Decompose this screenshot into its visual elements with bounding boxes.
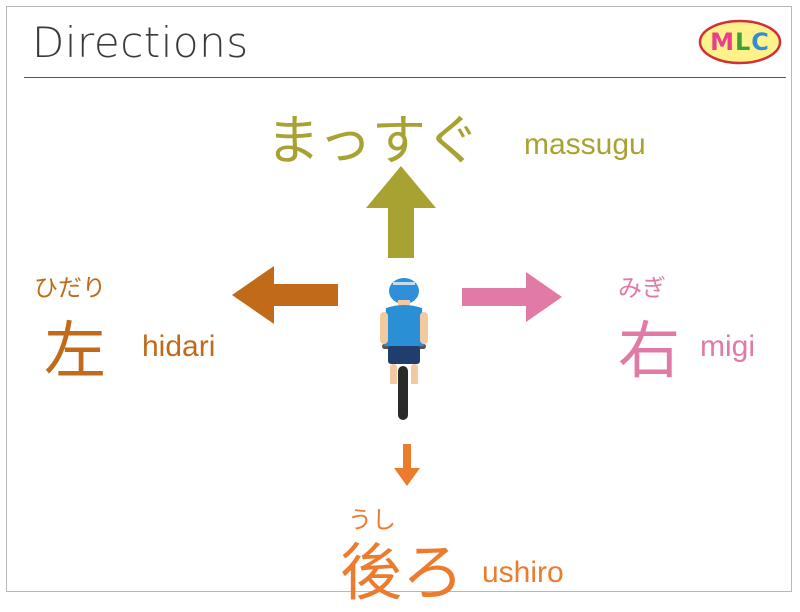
- arrow-left-icon: [232, 266, 338, 324]
- right-romaji: migi: [700, 330, 756, 363]
- left-romaji: hidari: [142, 330, 216, 363]
- back-kanji: 後ろ: [340, 536, 465, 609]
- back-romaji: ushiro: [482, 556, 564, 589]
- arrow-up-icon: [366, 166, 436, 258]
- left-furigana: ひだり: [34, 274, 106, 302]
- mlc-logo-icon: [698, 19, 782, 65]
- mlc-logo: M L C: [698, 18, 782, 66]
- logo-letter-l: L: [734, 28, 752, 56]
- straight-romaji: massugu: [524, 128, 646, 161]
- logo-letter-m: M: [710, 28, 735, 56]
- slide-title: Directions: [32, 18, 249, 67]
- right-kanji: 右: [618, 314, 681, 387]
- logo-letter-c: C: [751, 28, 770, 56]
- straight-japanese: まっすぐ: [266, 109, 480, 172]
- mlc-logo-text: M L C: [698, 18, 782, 66]
- left-kanji: 左: [44, 314, 107, 387]
- back-furigana: うし: [348, 506, 396, 534]
- arrow-right-icon: [462, 272, 562, 322]
- title-divider: [24, 77, 786, 78]
- right-furigana: みぎ: [618, 274, 666, 302]
- cyclist-icon: [380, 278, 428, 420]
- arrow-down-icon: [394, 444, 420, 486]
